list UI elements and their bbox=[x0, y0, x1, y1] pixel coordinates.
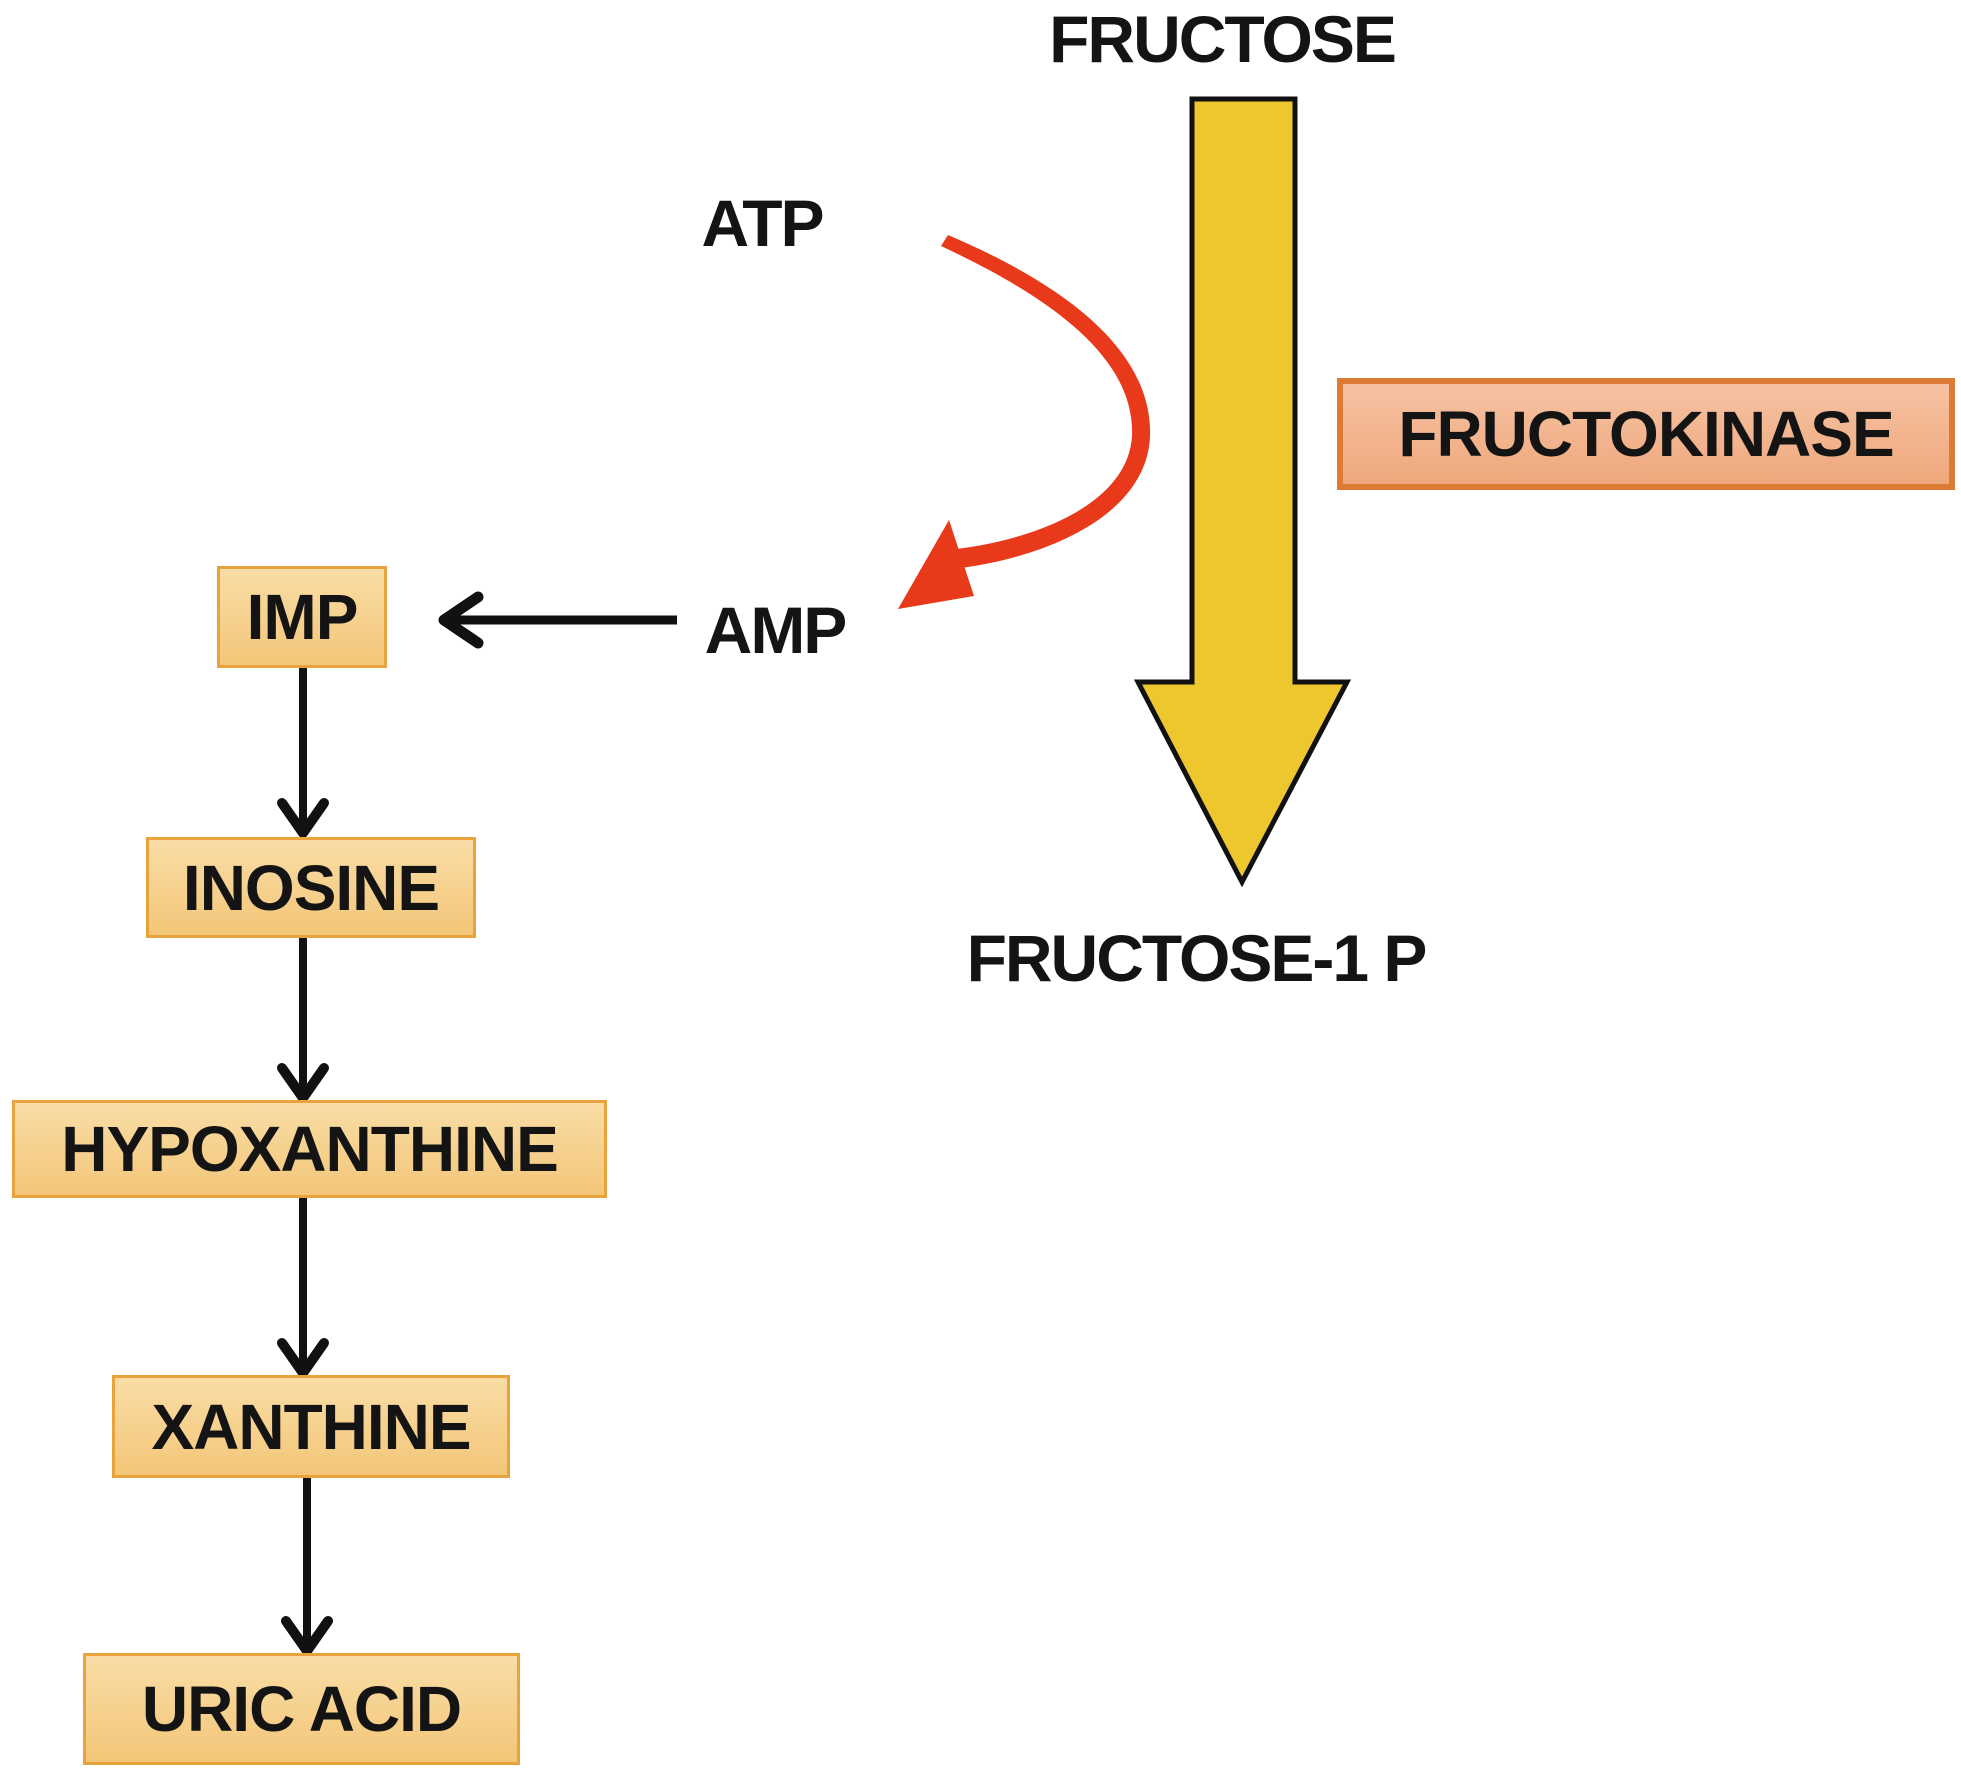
node-uric-acid-label: URIC ACID bbox=[141, 1673, 462, 1745]
node-imp: IMP bbox=[217, 566, 387, 668]
node-xanthine-label: XANTHINE bbox=[151, 1390, 471, 1463]
imp-to-inosine-arrowhead bbox=[277, 798, 329, 838]
hypoxanthine-to-xanthine-arrowhead bbox=[277, 1338, 329, 1378]
node-uric-acid: URIC ACID bbox=[83, 1653, 520, 1765]
inosine-to-hypoxanthine-arrowhead bbox=[277, 1063, 329, 1103]
node-hypoxanthine: HYPOXANTHINE bbox=[12, 1100, 607, 1198]
atp-label: ATP bbox=[701, 186, 824, 260]
atp-to-amp-arrowhead bbox=[898, 520, 974, 609]
fructose-to-fructose1p-arrow bbox=[1133, 96, 1352, 888]
substrate-label: FRUCTOSE bbox=[1049, 2, 1397, 76]
enzyme-box-fructokinase: FRUCTOKINASE bbox=[1337, 378, 1955, 490]
enzyme-label: FRUCTOKINASE bbox=[1398, 398, 1894, 470]
amp-to-imp-arrowhead bbox=[438, 591, 484, 649]
node-inosine: INOSINE bbox=[146, 837, 476, 938]
node-hypoxanthine-label: HYPOXANTHINE bbox=[61, 1113, 558, 1185]
atp-to-amp-arrow bbox=[941, 235, 1151, 568]
node-xanthine: XANTHINE bbox=[112, 1375, 510, 1478]
xanthine-to-uricacid-arrowhead bbox=[281, 1616, 333, 1656]
amp-label: AMP bbox=[704, 593, 848, 667]
product-label: FRUCTOSE-1 P bbox=[966, 921, 1428, 995]
node-imp-label: IMP bbox=[246, 581, 359, 653]
node-inosine-label: INOSINE bbox=[182, 851, 440, 924]
